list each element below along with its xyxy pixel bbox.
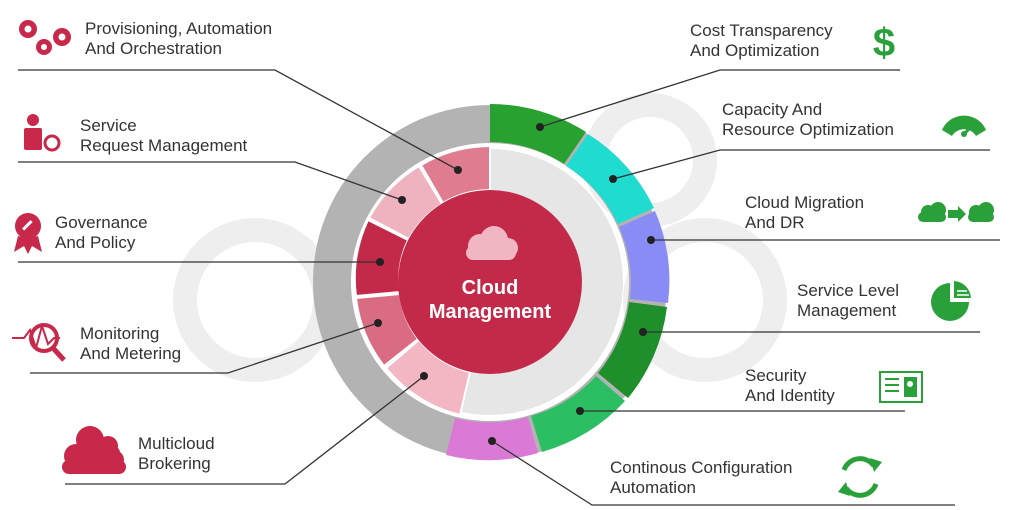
label-provisioning: Provisioning, Automation And Orchestrati… <box>85 19 272 59</box>
label-governance-line1: Governance <box>55 213 148 232</box>
label-service-level-line1: Service Level <box>797 281 900 300</box>
label-service-level-line2: Management <box>797 301 897 320</box>
label-governance-line2: And Policy <box>55 233 136 252</box>
cloud-migration-icon <box>918 202 994 222</box>
id-card-icon <box>879 371 923 403</box>
segment-cost-transparency <box>490 103 586 164</box>
badge-icon <box>14 213 42 254</box>
label-service-request-line2: Request Management <box>80 136 248 155</box>
label-monitoring: Monitoring And Metering <box>80 324 181 364</box>
label-provisioning-line2: And Orchestration <box>85 39 223 58</box>
label-service-request-line1: Service <box>80 116 137 135</box>
label-configuration-line2: Automation <box>610 478 696 497</box>
leader-cost <box>539 69 900 128</box>
label-cost-line1: Cost Transparency <box>690 21 833 40</box>
inner-segments <box>353 144 491 417</box>
label-security-line1: Security <box>745 366 807 385</box>
leader-multicloud <box>65 375 425 485</box>
pie-chart-icon <box>931 281 971 321</box>
label-multicloud-line1: Multicloud <box>138 434 215 453</box>
label-multicloud: Multicloud Brokering <box>138 434 215 474</box>
segment-service-level <box>598 302 667 398</box>
center-circle <box>398 190 582 374</box>
label-security-line2: And Identity <box>745 386 835 405</box>
label-configuration-line1: Continous Configuration <box>610 458 793 477</box>
gears-icon <box>19 20 71 55</box>
leader-dots <box>374 123 655 445</box>
label-cost-line2: And Optimization <box>690 41 820 60</box>
label-governance: Governance And Policy <box>55 213 148 253</box>
label-migration-line1: Cloud Migration <box>745 193 865 212</box>
leader-service-request <box>18 161 403 201</box>
refresh-arrowheads <box>838 458 882 496</box>
segment-cloud-migration <box>619 211 670 303</box>
label-migration-line2: And DR <box>745 213 805 232</box>
label-monitoring-line2: And Metering <box>80 344 182 363</box>
leader-configuration <box>491 440 955 506</box>
center-title-line1: Cloud <box>462 277 519 299</box>
label-service-request: Service Request Management <box>80 116 247 156</box>
background-gear-left <box>173 218 337 382</box>
center-title-line2: Management <box>429 301 552 323</box>
label-capacity-line2: Resource Optimization <box>722 120 894 139</box>
label-monitoring-line1: Monitoring <box>80 324 160 343</box>
label-migration: Cloud Migration And DR <box>745 193 864 233</box>
center-cloud-icon <box>466 226 518 260</box>
magnifier-pulse-icon <box>12 322 66 362</box>
label-security: Security And Identity <box>745 366 835 406</box>
leader-provisioning <box>18 69 459 171</box>
label-cost: Cost Transparency And Optimization <box>690 21 833 61</box>
leader-capacity <box>612 149 990 180</box>
label-capacity: Capacity And Resource Optimization <box>722 100 894 140</box>
leader-lines <box>18 69 1000 506</box>
dollar-icon: $ <box>873 21 895 65</box>
label-provisioning-line1: Provisioning, Automation <box>85 19 273 38</box>
leader-monitoring <box>30 322 379 374</box>
clouds-icon <box>62 426 126 474</box>
label-configuration: Continous Configuration Automation <box>610 458 792 498</box>
label-service-level: Service Level Management <box>797 281 899 321</box>
gauge-icon <box>942 115 986 137</box>
label-multicloud-line2: Brokering <box>138 454 211 473</box>
label-capacity-line1: Capacity And <box>722 100 823 119</box>
service-person-icon <box>24 114 61 152</box>
refresh-icon <box>841 456 879 498</box>
